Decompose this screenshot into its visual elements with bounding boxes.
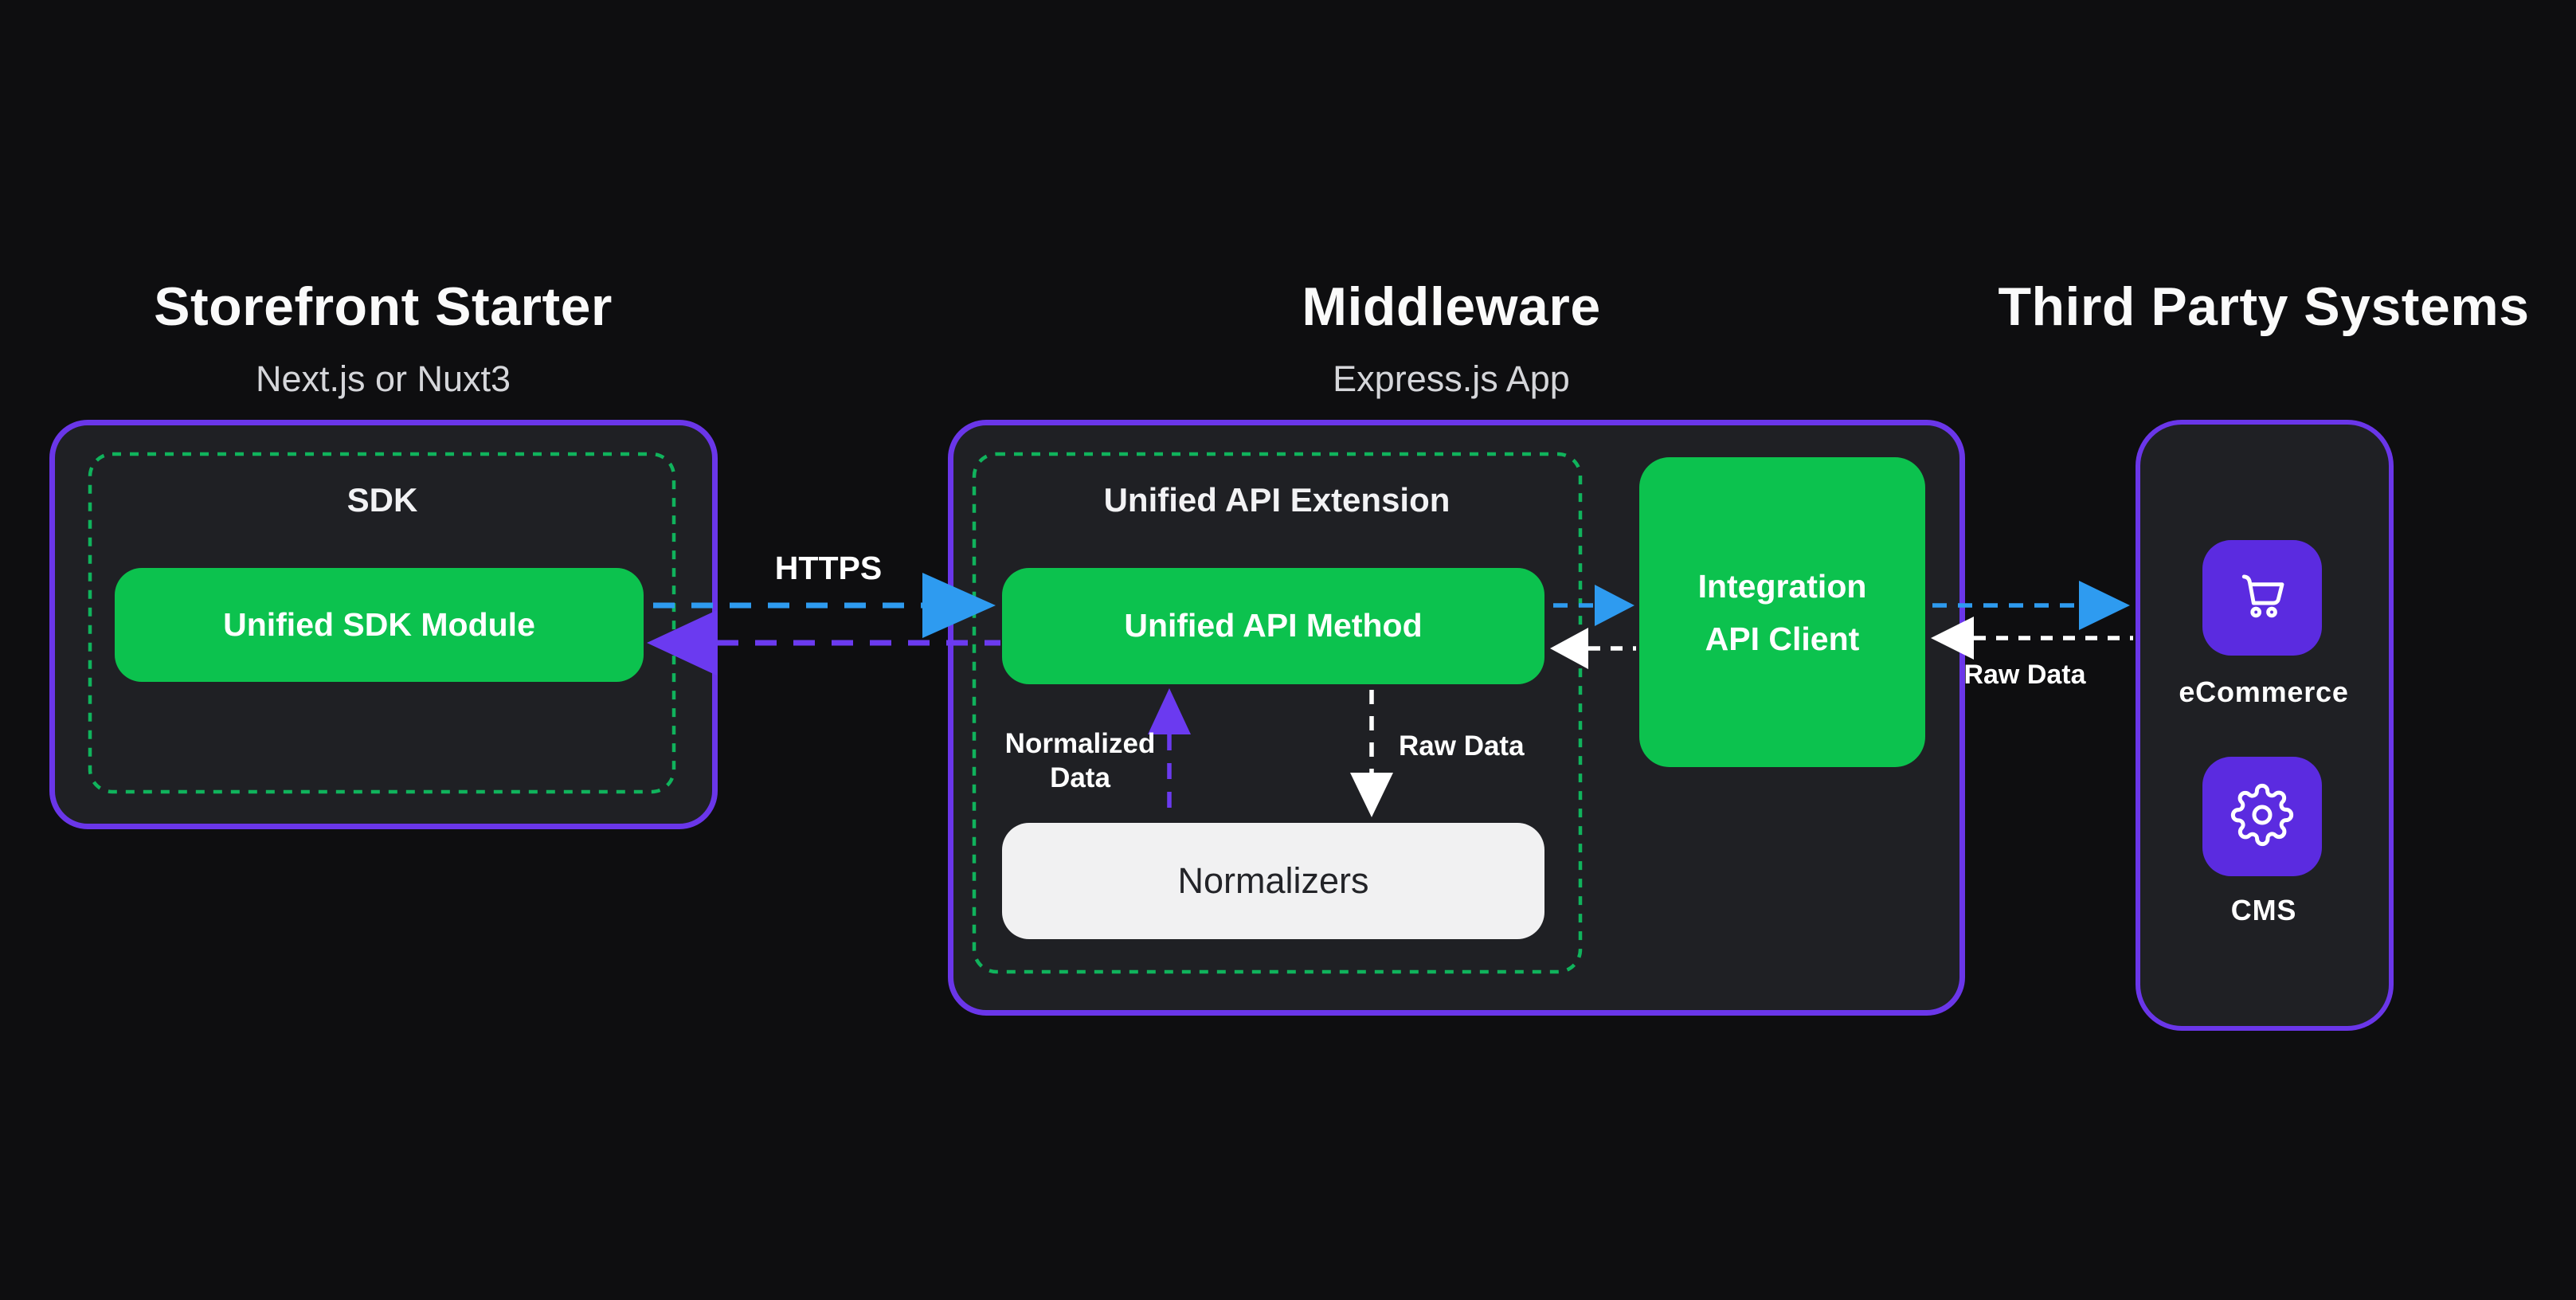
integration-api-client-label-line1: Integration <box>1697 567 1867 605</box>
normalized-data-label: Normalized Data <box>1005 726 1156 795</box>
unified-api-method-box: Unified API Method <box>1002 568 1544 684</box>
normalizers-box: Normalizers <box>1002 823 1544 939</box>
storefront-subtitle: Next.js or Nuxt3 <box>255 358 511 399</box>
cms-tile <box>2202 757 2322 876</box>
normalized-data-label-line1: Normalized <box>1004 728 1156 759</box>
third-party-panel <box>2136 420 2394 1031</box>
normalized-data-label-line2: Data <box>1050 762 1110 793</box>
gear-icon <box>2230 783 2294 851</box>
ecommerce-tile <box>2202 540 2322 656</box>
ecommerce-label: eCommerce <box>2179 675 2349 708</box>
middleware-title: Middleware <box>1302 276 1601 337</box>
raw-data-inner-label: Raw Data <box>1399 730 1525 762</box>
normalizers-label: Normalizers <box>1177 860 1369 901</box>
sdk-label: SDK <box>346 481 418 519</box>
unified-api-extension-label: Unified API Extension <box>1103 481 1450 519</box>
raw-data-outer-label: Raw Data <box>1963 660 2086 690</box>
integration-api-client-box: Integration API Client <box>1639 457 1925 767</box>
unified-sdk-module-box: Unified SDK Module <box>115 568 644 682</box>
third-party-title: Third Party Systems <box>1998 276 2530 337</box>
https-label: HTTPS <box>774 550 883 586</box>
middleware-subtitle: Express.js App <box>1333 358 1570 399</box>
unified-api-method-label: Unified API Method <box>1124 607 1423 644</box>
integration-api-client-label-line2: API Client <box>1705 620 1860 657</box>
storefront-title: Storefront Starter <box>154 276 613 337</box>
cms-label: CMS <box>2230 894 2297 926</box>
cart-icon <box>2231 565 2293 631</box>
unified-sdk-module-label: Unified SDK Module <box>223 605 535 643</box>
